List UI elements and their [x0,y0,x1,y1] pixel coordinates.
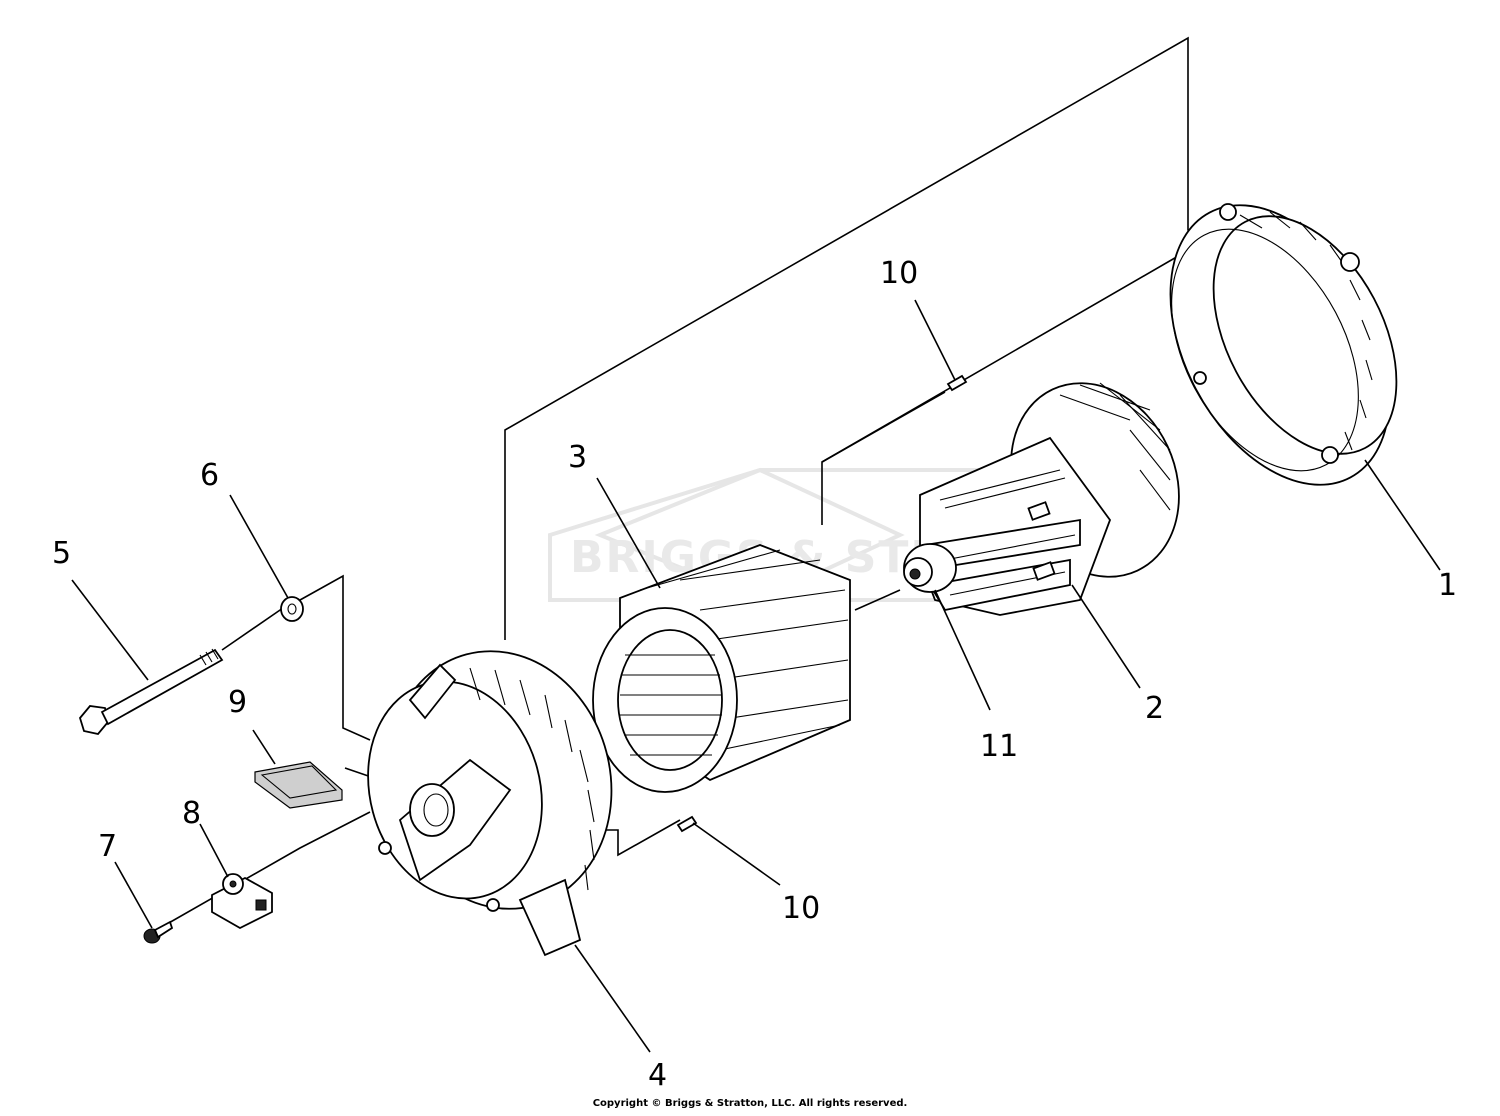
callout-11: 11 [980,729,1018,764]
part-washer [280,596,304,622]
part-screw [143,920,174,944]
part-through-bolt [78,648,224,735]
part-dowel-pin-bottom [676,815,698,833]
callout-8: 8 [182,796,201,831]
callout-1: 1 [1438,568,1457,603]
callout-4: 4 [648,1058,667,1093]
part-dowel-pin-top [946,374,968,392]
part-pad [254,761,343,809]
copyright-notice: Copyright © Briggs & Stratton, LLC. All … [592,1098,908,1109]
callout-labels: 1 2 3 4 5 6 7 8 9 10 10 11 [52,256,1457,1093]
callout-9: 9 [228,685,247,720]
part-brush-holder [211,873,273,930]
part-front-housing [367,650,613,957]
callout-leaders [71,299,1441,1053]
callout-6: 6 [200,458,219,493]
part-stator [592,544,851,793]
part-rear-housing [1169,203,1398,486]
callout-5: 5 [52,536,71,571]
callout-10-top: 10 [880,256,918,291]
callout-3: 3 [568,440,587,475]
callout-10-bottom: 10 [782,891,820,926]
callout-7: 7 [98,829,117,864]
part-rotor [903,382,1180,616]
callout-2: 2 [1145,691,1164,726]
